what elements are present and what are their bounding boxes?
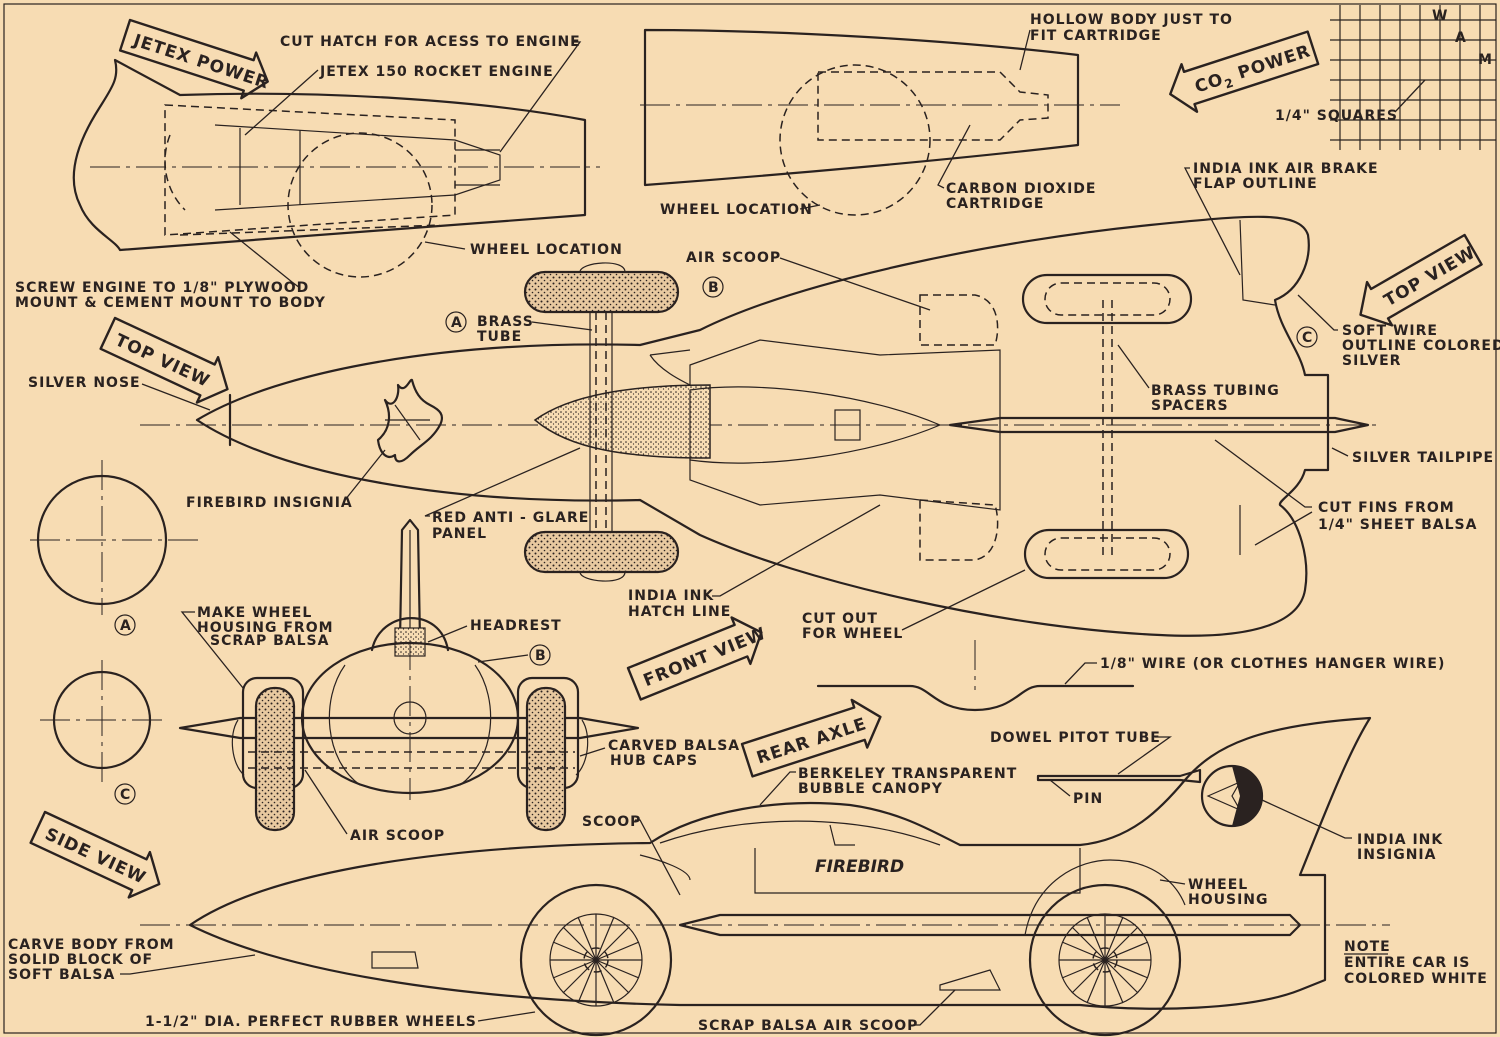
label-wheel-housing-2: HOUSING FROM xyxy=(197,620,334,636)
label-cut-fins-2: 1/4" SHEET BALSA xyxy=(1318,517,1477,533)
axle-wire-drawing xyxy=(816,640,1135,712)
label-anti-glare-1: RED ANTI - GLARE xyxy=(432,510,589,526)
label-hub-caps-2: HUB CAPS xyxy=(610,753,698,769)
svg-text:C: C xyxy=(120,787,131,803)
label-brass-spacers-1: BRASS TUBING xyxy=(1151,383,1280,399)
section-a: A xyxy=(30,460,200,636)
label-carbon-dioxide-1: CARBON DIOXIDE xyxy=(946,181,1096,197)
label-brass-spacers-2: SPACERS xyxy=(1151,398,1229,414)
label-cut-fins-1: CUT FINS FROM xyxy=(1318,500,1455,516)
label-firebird-insignia: FIREBIRD INSIGNIA xyxy=(186,495,353,511)
label-pin: PIN xyxy=(1073,791,1103,807)
label-wire: 1/8" WIRE (OR CLOTHES HANGER WIRE) xyxy=(1100,656,1445,672)
grid-initial-a: A xyxy=(1455,30,1467,46)
label-soft-wire-2: OUTLINE COLORED xyxy=(1342,338,1500,354)
label-screw-engine-2: MOUNT & CEMENT MOUNT TO BODY xyxy=(15,295,326,311)
note-line-2: COLORED WHITE xyxy=(1344,971,1488,987)
label-headrest: HEADREST xyxy=(470,618,562,634)
label-side-wheel-housing-2: HOUSING xyxy=(1188,892,1269,908)
note-title: NOTE xyxy=(1344,939,1391,955)
svg-text:B: B xyxy=(708,280,720,296)
jetex-body-drawing xyxy=(72,58,600,278)
label-brass-tube-1: BRASS xyxy=(477,314,534,330)
section-c: C xyxy=(40,660,165,805)
label-wheel-housing-3: SCRAP BALSA xyxy=(210,633,329,649)
label-silver-nose: SILVER NOSE xyxy=(28,375,141,391)
svg-text:A: A xyxy=(120,618,132,634)
label-carve-body-3: SOFT BALSA xyxy=(8,967,115,983)
label-canopy-2: BUBBLE CANOPY xyxy=(798,781,943,797)
label-scrap-scoop: SCRAP BALSA AIR SCOOP xyxy=(698,1018,918,1034)
label-insignia-2: INSIGNIA xyxy=(1357,847,1436,863)
label-canopy-1: BERKELEY TRANSPARENT xyxy=(798,766,1017,782)
svg-text:C: C xyxy=(1302,330,1313,346)
front-view-car xyxy=(178,518,640,832)
label-carbon-dioxide-2: CARTRIDGE xyxy=(946,196,1044,212)
label-screw-engine-1: SCREW ENGINE TO 1/8" PLYWOOD xyxy=(15,280,309,296)
label-carve-body-1: CARVE BODY FROM xyxy=(8,937,175,953)
note-line-1: ENTIRE CAR IS xyxy=(1344,955,1470,971)
svg-text:A: A xyxy=(451,315,463,331)
label-cut-out-1: CUT OUT xyxy=(802,611,878,627)
label-carve-body-2: SOLID BLOCK OF xyxy=(8,952,153,968)
label-air-brake-2: FLAP OUTLINE xyxy=(1193,176,1318,192)
top-view-right-arrow: TOP VIEW xyxy=(1359,233,1483,327)
front-view-arrow: FRONT VIEW xyxy=(626,616,769,701)
callout-b-front: B xyxy=(477,644,551,666)
label-air-scoop-front: AIR SCOOP xyxy=(350,828,445,844)
squares-label: 1/4" SQUARES xyxy=(1275,108,1398,124)
side-view-arrow: SIDE VIEW xyxy=(29,810,161,899)
co2-body-drawing xyxy=(640,28,1120,216)
jetex-power-arrow: JETEX POWER xyxy=(118,18,272,100)
label-soft-wire-3: SILVER xyxy=(1342,353,1401,369)
label-rubber-wheels: 1-1/2" DIA. PERFECT RUBBER WHEELS xyxy=(145,1014,477,1030)
label-hollow-body-2: FIT CARTRIDGE xyxy=(1030,28,1162,44)
label-cut-hatch: CUT HATCH FOR ACESS TO ENGINE xyxy=(280,34,581,50)
label-insignia-1: INDIA INK xyxy=(1357,832,1443,848)
label-brass-tube-2: TUBE xyxy=(477,329,522,345)
label-side-wheel-housing-1: WHEEL xyxy=(1188,877,1248,893)
label-anti-glare-2: PANEL xyxy=(432,526,487,542)
label-hub-caps-1: CARVED BALSA xyxy=(608,738,740,754)
label-pitot-tube: DOWEL PITOT TUBE xyxy=(990,730,1161,746)
label-soft-wire-1: SOFT WIRE xyxy=(1342,323,1438,339)
top-view-car xyxy=(140,215,1380,637)
label-air-scoop-top: AIR SCOOP xyxy=(686,250,781,266)
label-hatch-line-1: INDIA INK xyxy=(628,588,714,604)
label-air-brake-1: INDIA INK AIR BRAKE xyxy=(1193,161,1379,177)
scale-grid: W A M 1/4" SQUARES xyxy=(1275,5,1496,150)
label-wheel-location-right: WHEEL LOCATION xyxy=(660,202,813,218)
top-view-left-arrow: TOP VIEW xyxy=(99,316,229,404)
label-jetex-engine: JETEX 150 ROCKET ENGINE xyxy=(319,64,554,80)
label-hollow-body-1: HOLLOW BODY JUST TO xyxy=(1030,12,1233,28)
label-hatch-line-2: HATCH LINE xyxy=(628,604,731,620)
label-wheel-location-left: WHEEL LOCATION xyxy=(470,242,623,258)
grid-initial-m: M xyxy=(1478,52,1493,68)
label-firebird-side: FIREBIRD xyxy=(815,857,904,877)
label-silver-tailpipe: SILVER TAILPIPE xyxy=(1352,450,1494,466)
callout-b-top: B xyxy=(702,276,724,298)
side-view-car xyxy=(140,716,1390,1037)
callout-a-top: A xyxy=(445,311,467,333)
grid-initial-w: W xyxy=(1432,8,1448,24)
callout-c-top: C xyxy=(1296,326,1318,348)
svg-text:B: B xyxy=(535,648,547,664)
sheet-border xyxy=(3,3,1497,1034)
label-scoop: SCOOP xyxy=(582,814,641,830)
label-wheel-housing-1: MAKE WHEEL xyxy=(197,605,312,621)
co2-power-arrow: CO2 POWER xyxy=(1169,30,1320,113)
label-cut-out-2: FOR WHEEL xyxy=(802,626,903,642)
